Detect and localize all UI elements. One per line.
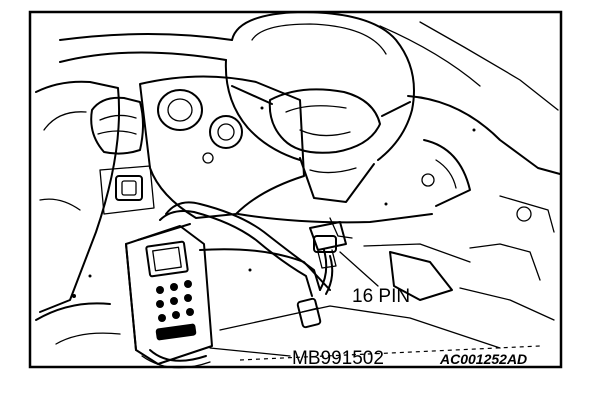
leader-line-connector xyxy=(339,251,379,287)
label-mb991502: MB991502 xyxy=(292,348,384,369)
figure-code: AC001252AD xyxy=(439,351,527,367)
label-16-pin: 16 PIN xyxy=(352,286,410,307)
illustration-frame xyxy=(28,10,563,369)
scan-tool-screen xyxy=(145,240,189,278)
leader-line-tool xyxy=(209,347,291,357)
adapter-connector xyxy=(296,297,322,329)
handheld-scan-tool xyxy=(125,223,213,369)
dashboard-drawing xyxy=(35,11,561,361)
diagnostic-cable xyxy=(159,201,334,297)
connector-plug-16-pin xyxy=(309,221,347,269)
scan-tool-keypad xyxy=(155,280,197,341)
